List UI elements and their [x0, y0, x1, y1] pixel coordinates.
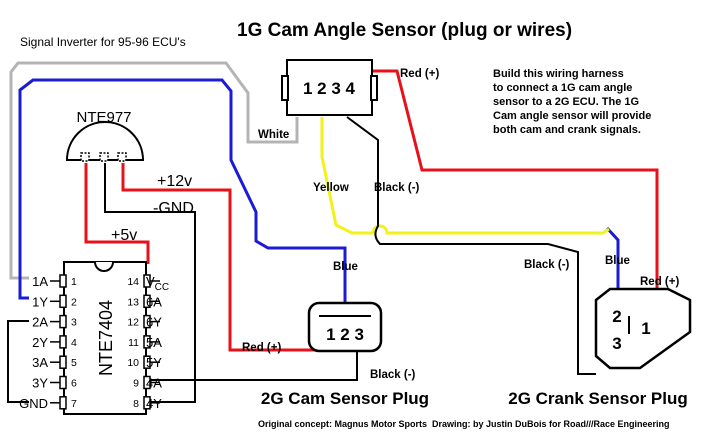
credit-right: Drawing: by Justin DuBois for Road///Rac…: [432, 419, 670, 429]
chip-pin-number: 11: [128, 337, 139, 349]
chip-pin-number: 1: [71, 276, 77, 288]
label-blue-crank: Blue: [605, 255, 630, 267]
label-yellow: Yellow: [313, 182, 349, 194]
chip-pin-left: 2A 3: [32, 315, 77, 330]
diagram-subtitle: Signal Inverter for 95-96 ECU's: [20, 35, 186, 49]
chip-pin-number: 9: [133, 378, 139, 390]
wire-red-5v: [84, 163, 150, 264]
chip-pin-number: 13: [127, 296, 139, 308]
cam-angle-plug: 1 2 3 4: [281, 59, 378, 116]
description-note: Build this wiring harness to connect a 1…: [493, 68, 651, 136]
chip-pin-number: 12: [127, 317, 139, 329]
chip-pin-label: 5A: [146, 335, 162, 350]
note-line-2: to connect a 1G cam angle: [493, 82, 632, 94]
label-5v: +5v: [111, 227, 137, 244]
chip-pin-label: 1A: [32, 274, 48, 289]
chip-pin-left: 3A 5: [32, 355, 77, 370]
chip-pin-left: GND 7: [19, 396, 77, 411]
cam-sensor-pins: 1 2 3: [326, 325, 364, 344]
chip-pin-label: 2Y: [32, 335, 48, 350]
chip-pin-label: VCC: [146, 274, 169, 293]
chip-pins-right: 14 VCC 13 6A 12 6Y 11 5A 10 5Y 9 4A 8 4Y: [127, 274, 169, 411]
wire-red-crank: [372, 69, 659, 291]
chip-pin-right: 12 6Y: [127, 315, 162, 330]
wire-black-crank: [346, 116, 596, 375]
note-line-1: Build this wiring harness: [493, 68, 624, 80]
crank-pin-1: 1: [641, 319, 650, 338]
crank-pin-3: 3: [612, 334, 621, 353]
chip-pin-number: 10: [127, 357, 139, 369]
chip-pin-number: 6: [71, 378, 77, 390]
regulator-name: NTE977: [76, 109, 131, 126]
label-blue-cam: Blue: [333, 261, 358, 273]
chip-pin-label: 5Y: [146, 355, 162, 370]
inverter-chip: NTE7404: [63, 261, 147, 415]
label-red-cam: Red (+): [242, 342, 281, 354]
cam-angle-plug-pins: 1 2 3 4: [303, 79, 356, 98]
chip-pin-right: 8 4Y: [133, 396, 162, 411]
label-red-top: Red (+): [400, 68, 439, 80]
chip-pin-number: 4: [71, 337, 77, 349]
chip-pin-label: 6Y: [146, 315, 162, 330]
chip-pin-right: 10 5Y: [127, 355, 162, 370]
chip-pin-right: 13 6A: [127, 294, 162, 309]
wire-blue-crank: [605, 226, 620, 291]
chip-pin-left: 3Y 6: [32, 376, 77, 391]
chip-pin-label: 6A: [146, 294, 162, 309]
chip-name: NTE7404: [96, 300, 116, 376]
label-black-cam: Black (-): [370, 369, 416, 381]
chip-pin-label: 3A: [32, 355, 48, 370]
chip-pin-number: 5: [71, 357, 77, 369]
chip-pin-label: GND: [19, 396, 48, 411]
chip-pin-label: 4Y: [146, 396, 162, 411]
voltage-regulator: NTE977: [65, 109, 145, 162]
credit-left: Original concept: Magnus Motor Sports: [258, 419, 427, 429]
wire-white: [9, 61, 299, 280]
crank-sensor-plug: 2 1 3: [594, 287, 692, 370]
label-red-crank: Red (+): [640, 276, 679, 288]
chip-pin-number: 14: [127, 276, 139, 288]
chip-pin-right: 11 5A: [128, 335, 162, 350]
chip-pin-left: 1A 1: [32, 274, 77, 289]
wire-black-unused: [7, 320, 29, 403]
chip-pin-number: 2: [71, 296, 77, 308]
label-gnd: -GND: [153, 200, 194, 217]
diagram-title: 1G Cam Angle Sensor (plug or wires): [237, 20, 572, 41]
chip-pin-number: 7: [71, 398, 77, 410]
chip-pin-left: 1Y 2: [32, 294, 77, 309]
chip-pin-label: 4A: [146, 376, 162, 391]
note-line-3: sensor to a 2G ECU. The 1G: [493, 96, 639, 108]
cam-sensor-plug-label: 2G Cam Sensor Plug: [261, 389, 429, 408]
label-black-top: Black (-): [374, 182, 420, 194]
chip-pin-label: 1Y: [32, 294, 48, 309]
cam-sensor-plug: 1 2 3: [307, 301, 383, 353]
chip-pin-left: 2Y 4: [32, 335, 77, 350]
label-12v: +12v: [157, 173, 192, 190]
chip-pin-label: 3Y: [32, 376, 48, 391]
crank-sensor-plug-label: 2G Crank Sensor Plug: [508, 389, 688, 408]
chip-pin-number: 3: [71, 317, 77, 329]
note-line-4: Cam angle sensor will provide: [493, 110, 651, 122]
chip-pin-label: 2A: [32, 315, 48, 330]
wire-blue-cam: [18, 78, 347, 305]
wire-black-cam: [150, 341, 358, 381]
wire-black-gnd: [104, 163, 196, 403]
chip-pin-number: 8: [133, 398, 139, 410]
label-white: White: [258, 129, 289, 141]
chip-pin-right: 9 4A: [133, 376, 162, 391]
crank-pin-2: 2: [612, 307, 621, 326]
label-black-crank: Black (-): [524, 259, 570, 271]
note-line-5: both cam and crank signals.: [493, 124, 641, 136]
